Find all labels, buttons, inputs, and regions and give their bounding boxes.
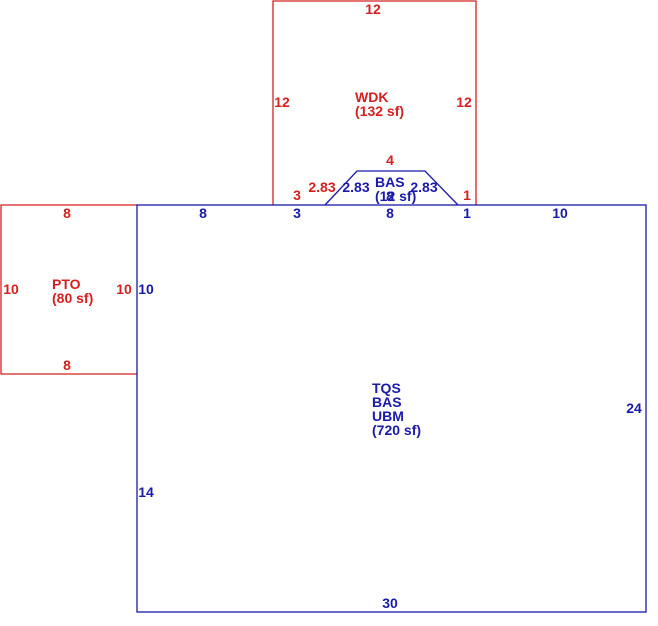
- main-top-right-dim: 10: [552, 205, 568, 221]
- main-left-lower-dim: 14: [138, 484, 154, 500]
- bas-bay-diag-right-dim: 2.83: [410, 179, 437, 195]
- main-outline: [136, 204, 647, 613]
- wdk-right-dim: 12: [456, 94, 472, 110]
- wdk-top-dim: 12: [365, 1, 381, 17]
- bas-bay-name: BAS: [375, 174, 405, 190]
- pto-patio-area: 8 8 10 10 PTO (80 sf): [0, 204, 137, 375]
- main-top-small-dim: 1: [463, 205, 471, 221]
- wdk-left-dim: 12: [274, 94, 290, 110]
- pto-top-dim: 8: [63, 205, 71, 221]
- main-label-line-3: UBM: [372, 408, 404, 424]
- main-area: (720 sf): [372, 422, 421, 438]
- bas-bay-area: 2.83 2.83 BAS (12 sf) 8: [324, 170, 459, 206]
- main-label-line-2: BAS: [372, 394, 402, 410]
- pto-right-dim: 10: [116, 281, 132, 297]
- main-left-upper-dim: 10: [138, 281, 154, 297]
- pto-left-dim: 10: [3, 281, 19, 297]
- bas-bay-outline: [324, 170, 459, 206]
- main-top-mid-dim: 3: [293, 205, 301, 221]
- wdk-bottom-right-dim: 1: [463, 187, 471, 203]
- wdk-bottom-left-dim: 3: [293, 187, 301, 203]
- bas-bay-diag-left-dim: 2.83: [342, 179, 369, 195]
- main-label-line-1: TQS: [372, 380, 401, 396]
- main-bottom-dim: 30: [382, 595, 398, 611]
- wdk-name: WDK: [355, 89, 388, 105]
- bas-bay-area: (12 sf): [375, 188, 416, 204]
- main-top-left-dim: 8: [199, 205, 207, 221]
- main-structure-area: 8 3 8 1 10 10 14 24 30 TQS BAS UBM (720 …: [136, 204, 647, 613]
- wdk-deck-area: 12 12 12 WDK (132 sf) 4 3 2.83 1: [272, 0, 477, 205]
- pto-bottom-dim: 8: [63, 357, 71, 373]
- pto-name: PTO: [52, 276, 81, 292]
- bas-bay-bottom-dim: 8: [386, 188, 394, 204]
- wdk-bay-top-dim: 4: [386, 152, 394, 168]
- wdk-area: (132 sf): [355, 103, 404, 119]
- main-top-center-dim: 8: [386, 205, 394, 221]
- wdk-outline: [272, 0, 477, 205]
- main-right-dim: 24: [626, 400, 642, 416]
- pto-outline: [0, 204, 137, 375]
- pto-area: (80 sf): [52, 290, 93, 306]
- wdk-diag-dim: 2.83: [308, 179, 335, 195]
